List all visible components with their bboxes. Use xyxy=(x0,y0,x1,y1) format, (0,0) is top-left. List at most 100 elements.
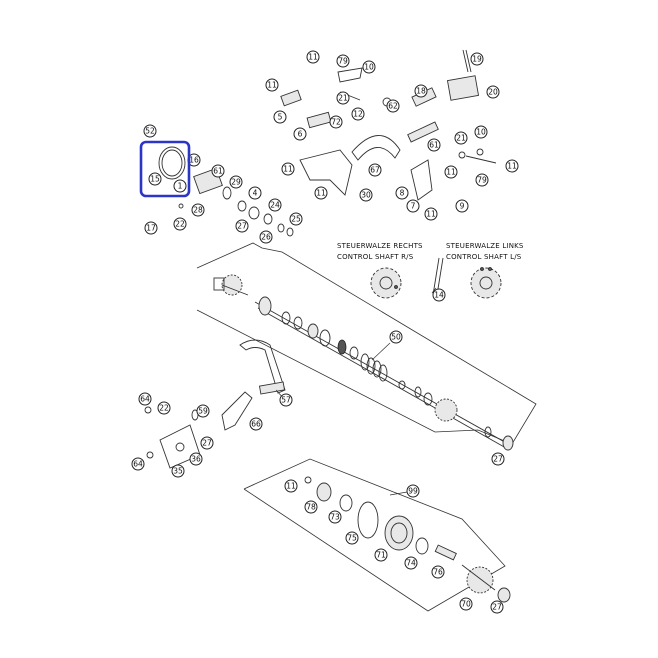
callout-57[interactable]: 57 xyxy=(279,393,293,407)
svg-text:12: 12 xyxy=(353,110,363,119)
callout-15[interactable]: 15 xyxy=(148,172,162,186)
callout-72[interactable]: 72 xyxy=(329,115,343,129)
callout-20[interactable]: 20 xyxy=(486,85,500,99)
callout-4[interactable]: 4 xyxy=(248,186,262,200)
callout-22[interactable]: 22 xyxy=(157,401,171,415)
callout-62[interactable]: 62 xyxy=(386,99,400,113)
callout-11[interactable]: 11 xyxy=(505,159,519,173)
callout-1[interactable]: 1 xyxy=(173,179,187,193)
shaft-spacer xyxy=(349,346,359,360)
shaft-washer-1 xyxy=(281,311,291,325)
shaft-end-flange xyxy=(258,296,272,316)
svg-text:9: 9 xyxy=(460,202,465,211)
callout-11[interactable]: 11 xyxy=(284,479,298,493)
callout-66[interactable]: 66 xyxy=(249,417,263,431)
callout-50[interactable]: 50 xyxy=(389,330,403,344)
selection-highlight-box[interactable] xyxy=(139,140,191,198)
callout-11[interactable]: 11 xyxy=(281,162,295,176)
control-shaft-rs-label-en: CONTROL SHAFT R/S xyxy=(337,253,414,261)
callout-30[interactable]: 30 xyxy=(359,188,373,202)
callout-12[interactable]: 12 xyxy=(351,107,365,121)
callout-35[interactable]: 35 xyxy=(171,464,185,478)
callout-52[interactable]: 52 xyxy=(143,124,157,138)
svg-text:27: 27 xyxy=(237,222,247,231)
callout-11[interactable]: 11 xyxy=(444,165,458,179)
callout-14[interactable]: 14 xyxy=(432,288,446,302)
shaft-bearing xyxy=(337,339,347,355)
control-shaft-ls-label-de: STEUERWALZE LINKS xyxy=(446,242,524,250)
control-shaft-ls-label-en: CONTROL SHAFT L/S xyxy=(446,253,522,261)
callout-74[interactable]: 74 xyxy=(404,556,418,570)
callout-70[interactable]: 70 xyxy=(459,597,473,611)
svg-text:64: 64 xyxy=(140,395,150,404)
callout-64[interactable]: 64 xyxy=(131,457,145,471)
callout-11[interactable]: 11 xyxy=(306,50,320,64)
callout-8[interactable]: 8 xyxy=(395,186,409,200)
svg-text:99: 99 xyxy=(408,487,418,496)
upper-right-linkage xyxy=(407,49,497,164)
svg-text:22: 22 xyxy=(175,220,185,229)
svg-text:71: 71 xyxy=(376,551,386,560)
svg-text:29: 29 xyxy=(231,178,241,187)
svg-text:5: 5 xyxy=(278,113,283,122)
lower-shaft-parts xyxy=(304,476,511,603)
svg-text:15: 15 xyxy=(150,175,160,184)
callout-19[interactable]: 19 xyxy=(470,52,484,66)
callout-76[interactable]: 76 xyxy=(431,565,445,579)
control-shaft-rs-label-de: STEUERWALZE RECHTS xyxy=(337,242,423,250)
callout-18[interactable]: 18 xyxy=(414,84,428,98)
callout-78[interactable]: 78 xyxy=(304,500,318,514)
callout-27[interactable]: 27 xyxy=(235,219,249,233)
callout-11[interactable]: 11 xyxy=(314,186,328,200)
callout-27[interactable]: 27 xyxy=(491,452,505,466)
callout-71[interactable]: 71 xyxy=(374,548,388,562)
callout-21[interactable]: 21 xyxy=(336,91,350,105)
callout-61[interactable]: 61 xyxy=(427,138,441,152)
callout-79[interactable]: 79 xyxy=(475,173,489,187)
callout-75[interactable]: 75 xyxy=(345,531,359,545)
svg-text:1: 1 xyxy=(178,182,183,191)
svg-text:4: 4 xyxy=(253,189,258,198)
callout-27[interactable]: 27 xyxy=(490,600,504,614)
callout-26[interactable]: 26 xyxy=(259,230,273,244)
callout-24[interactable]: 24 xyxy=(268,198,282,212)
svg-text:27: 27 xyxy=(492,603,502,612)
svg-text:11: 11 xyxy=(283,165,293,174)
callout-28[interactable]: 28 xyxy=(191,203,205,217)
svg-text:11: 11 xyxy=(308,53,318,62)
callout-64[interactable]: 64 xyxy=(138,392,152,406)
callout-17[interactable]: 17 xyxy=(144,221,158,235)
callout-73[interactable]: 73 xyxy=(328,510,342,524)
svg-text:25: 25 xyxy=(291,215,301,224)
callout-6[interactable]: 6 xyxy=(293,127,307,141)
svg-text:17: 17 xyxy=(146,224,156,233)
callout-22[interactable]: 22 xyxy=(173,217,187,231)
callout-10[interactable]: 10 xyxy=(362,60,376,74)
svg-text:73: 73 xyxy=(330,513,340,522)
svg-text:50: 50 xyxy=(391,333,401,342)
svg-text:22: 22 xyxy=(159,404,169,413)
callout-7[interactable]: 7 xyxy=(406,199,420,213)
callout-11[interactable]: 11 xyxy=(265,78,279,92)
svg-text:75: 75 xyxy=(347,534,357,543)
shaft-disc xyxy=(423,392,433,406)
svg-text:76: 76 xyxy=(433,568,443,577)
callout-79[interactable]: 79 xyxy=(336,54,350,68)
callout-5[interactable]: 5 xyxy=(273,110,287,124)
callout-9[interactable]: 9 xyxy=(455,199,469,213)
callout-27[interactable]: 27 xyxy=(200,436,214,450)
callout-21[interactable]: 21 xyxy=(454,131,468,145)
callout-10[interactable]: 10 xyxy=(474,125,488,139)
callout-25[interactable]: 25 xyxy=(289,212,303,226)
callout-11[interactable]: 11 xyxy=(424,207,438,221)
callout-99[interactable]: 99 xyxy=(406,484,420,498)
svg-text:30: 30 xyxy=(361,191,371,200)
callout-29[interactable]: 29 xyxy=(229,175,243,189)
svg-text:11: 11 xyxy=(446,168,456,177)
callout-67[interactable]: 67 xyxy=(368,163,382,177)
svg-text:61: 61 xyxy=(213,167,223,176)
callout-59[interactable]: 59 xyxy=(196,404,210,418)
callout-36[interactable]: 36 xyxy=(189,452,203,466)
callout-61[interactable]: 61 xyxy=(211,164,225,178)
control-shaft-right-drum xyxy=(370,267,402,299)
